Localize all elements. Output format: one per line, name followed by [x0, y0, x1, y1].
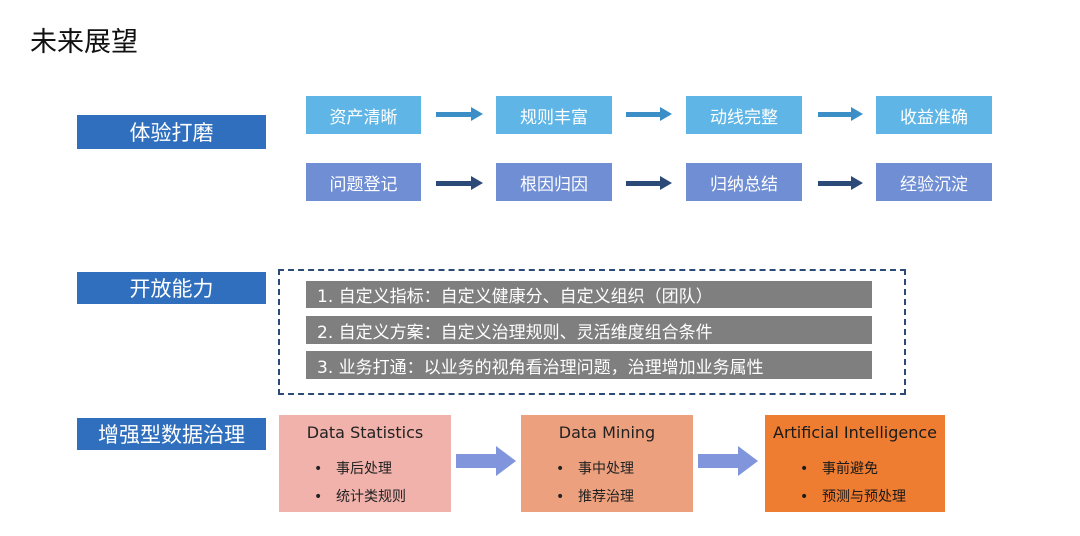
flow-arrow [818, 176, 863, 190]
card-bullet-item: • 事中处理 [556, 455, 693, 483]
bullet-icon: • [556, 489, 565, 505]
flow-step-experience: 经验沉淀 [876, 163, 992, 201]
card-bullet-item: • 事前避免 [800, 455, 945, 483]
flow-arrow [626, 107, 672, 121]
flow-step-rich-rules: 规则丰富 [496, 96, 612, 134]
card-bullet-text: 推荐治理 [578, 489, 634, 505]
section-label-experience: 体验打磨 [77, 115, 266, 149]
open-item-business-link: 3. 业务打通：以业务的视角看治理问题，治理增加业务属性 [306, 351, 872, 379]
flow-step-root-cause: 根因归因 [496, 163, 612, 201]
bullet-icon: • [800, 489, 809, 505]
card-bullet-item: • 预测与预处理 [800, 483, 945, 511]
card-data-mining: Data Mining • 事中处理 • 推荐治理 [521, 415, 693, 512]
flow-step-accurate-benefit: 收益准确 [876, 96, 992, 134]
page-title: 未来展望 [30, 27, 138, 58]
flow-arrow [626, 176, 672, 190]
open-capability-box [278, 269, 906, 395]
flow-step-issue-register: 问题登记 [306, 163, 421, 201]
card-bullet-item: • 事后处理 [314, 455, 451, 483]
open-item-custom-plan: 2. 自定义方案：自定义治理规则、灵活维度组合条件 [306, 316, 872, 344]
bullet-icon: • [800, 461, 809, 477]
card-bullet-text: 预测与预处理 [822, 489, 906, 505]
flow-step-asset-clarity: 资产清晰 [306, 96, 421, 134]
block-arrow-icon [698, 446, 758, 476]
card-title: Artificial Intelligence [773, 423, 937, 442]
flow-arrow [818, 107, 863, 121]
card-bullet-text: 统计类规则 [336, 489, 406, 505]
card-bullet-item: • 推荐治理 [556, 483, 693, 511]
card-bullet-text: 事后处理 [336, 461, 392, 477]
bullet-icon: • [314, 489, 323, 505]
flow-arrow [436, 107, 483, 121]
card-title: Data Statistics [306, 423, 424, 442]
card-title: Data Mining [558, 423, 656, 442]
card-bullet-text: 事前避免 [822, 461, 878, 477]
flow-arrow [436, 176, 483, 190]
card-data-statistics: Data Statistics • 事后处理 • 统计类规则 [279, 415, 451, 512]
section-label-open: 开放能力 [77, 272, 266, 304]
card-bullet-item: • 统计类规则 [314, 483, 451, 511]
flow-step-summary: 归纳总结 [686, 163, 802, 201]
card-artificial-intelligence: Artificial Intelligence • 事前避免 • 预测与预处理 [765, 415, 945, 512]
bullet-icon: • [314, 461, 323, 477]
open-item-custom-metrics: 1. 自定义指标：自定义健康分、自定义组织（团队） [306, 281, 872, 308]
bullet-icon: • [556, 461, 565, 477]
flow-step-complete-path: 动线完整 [686, 96, 802, 134]
card-bullet-text: 事中处理 [578, 461, 634, 477]
section-label-governance: 增强型数据治理 [77, 418, 266, 450]
block-arrow-icon [456, 446, 516, 476]
